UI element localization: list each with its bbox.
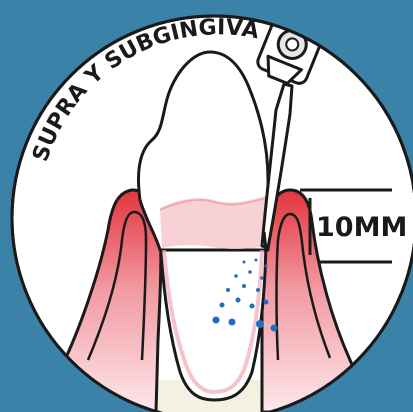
measurement-label: 10MM	[316, 212, 407, 243]
